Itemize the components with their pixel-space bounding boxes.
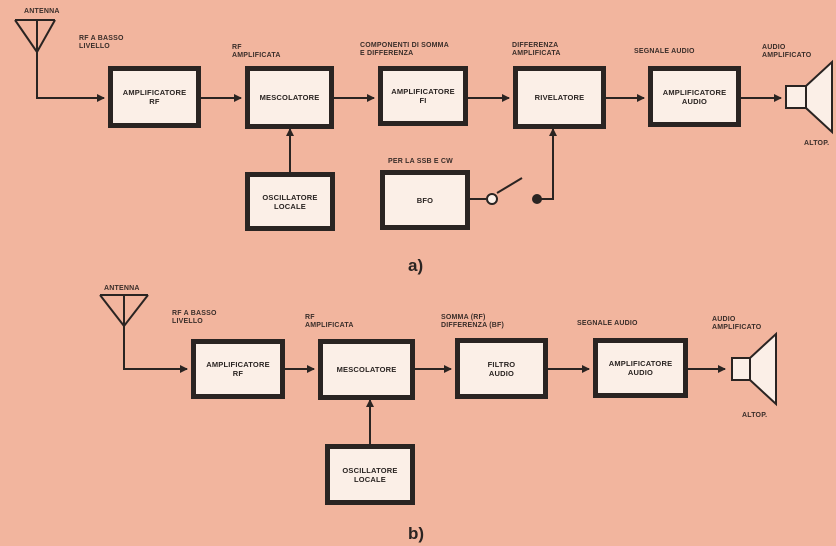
- block-a-rf-amplifier: AMPLIFICATORE RF: [108, 66, 201, 128]
- block-b-audio-amplifier: AMPLIFICATORE AUDIO: [593, 338, 688, 398]
- label-b-speaker: ALTOP.: [742, 412, 768, 419]
- block-b-local-oscillator-label: OSCILLATORE LOCALE: [330, 449, 410, 500]
- block-a-audio-amplifier: AMPLIFICATORE AUDIO: [648, 66, 741, 127]
- block-b-local-oscillator: OSCILLATORE LOCALE: [325, 444, 415, 505]
- label-a-diff-amplified: DIFFERENZA AMPLIFICATA: [512, 42, 561, 57]
- switch-open-contact-icon: [486, 193, 498, 205]
- label-a-sum-diff: COMPONENTI DI SOMMA E DIFFERENZA: [360, 42, 449, 57]
- label-a-bfo-note: PER LA SSB E CW: [388, 158, 453, 165]
- label-a-audio-amplified: AUDIO AMPLIFICATO: [762, 44, 812, 59]
- switch-closed-contact-icon: [532, 194, 542, 204]
- label-b-audio-signal: SEGNALE AUDIO: [577, 320, 638, 327]
- block-a-local-oscillator: OSCILLATORE LOCALE: [245, 172, 335, 231]
- wire-a-switch-det: [541, 128, 557, 200]
- block-b-audio-filter: FILTRO AUDIO: [455, 338, 548, 399]
- block-a-local-oscillator-label: OSCILLATORE LOCALE: [250, 177, 330, 226]
- block-a-if-amplifier-label: AMPLIFICATORE FI: [383, 71, 463, 121]
- block-a-mixer: MESCOLATORE: [245, 66, 334, 129]
- block-b-audio-filter-label: FILTRO AUDIO: [460, 343, 543, 394]
- block-a-detector: RIVELATORE: [513, 66, 606, 129]
- antenna-b-icon: [99, 294, 188, 373]
- block-a-audio-amplifier-label: AMPLIFICATORE AUDIO: [653, 71, 736, 122]
- speaker-b-icon: [731, 331, 777, 407]
- block-b-mixer: MESCOLATORE: [318, 339, 415, 400]
- block-b-rf-amplifier-label: AMPLIFICATORE RF: [196, 344, 280, 394]
- block-a-mixer-label: MESCOLATORE: [250, 71, 329, 124]
- speaker-a-icon: [785, 59, 833, 135]
- label-b-amplified-rf: RF AMPLIFICATA: [305, 314, 354, 329]
- label-b-audio-amplified: AUDIO AMPLIFICATO: [712, 316, 762, 331]
- label-a-speaker: ALTOP.: [804, 140, 830, 147]
- caption-a: a): [408, 256, 424, 275]
- block-b-mixer-label: MESCOLATORE: [323, 344, 410, 395]
- block-a-rf-amplifier-label: AMPLIFICATORE RF: [113, 71, 196, 123]
- caption-b: b): [408, 524, 425, 543]
- block-b-audio-amplifier-label: AMPLIFICATORE AUDIO: [598, 343, 683, 393]
- block-a-detector-label: RIVELATORE: [518, 71, 601, 124]
- block-a-if-amplifier: AMPLIFICATORE FI: [378, 66, 468, 126]
- label-a-antenna: ANTENNA: [24, 8, 60, 15]
- block-a-bfo-label: BFO: [385, 175, 465, 225]
- label-a-amplified-rf: RF AMPLIFICATA: [232, 44, 281, 59]
- block-b-rf-amplifier: AMPLIFICATORE RF: [191, 339, 285, 399]
- antenna-a-icon: [14, 19, 105, 102]
- label-b-antenna: ANTENNA: [104, 285, 140, 292]
- label-a-audio-signal: SEGNALE AUDIO: [634, 48, 695, 55]
- label-a-low-rf: RF A BASSO LIVELLO: [79, 35, 124, 50]
- label-b-sum-diff: SOMMA (RF) DIFFERENZA (BF): [441, 314, 505, 329]
- block-a-bfo: BFO: [380, 170, 470, 230]
- bfo-switch-icon: [496, 177, 523, 194]
- label-b-low-rf: RF A BASSO LIVELLO: [172, 310, 217, 325]
